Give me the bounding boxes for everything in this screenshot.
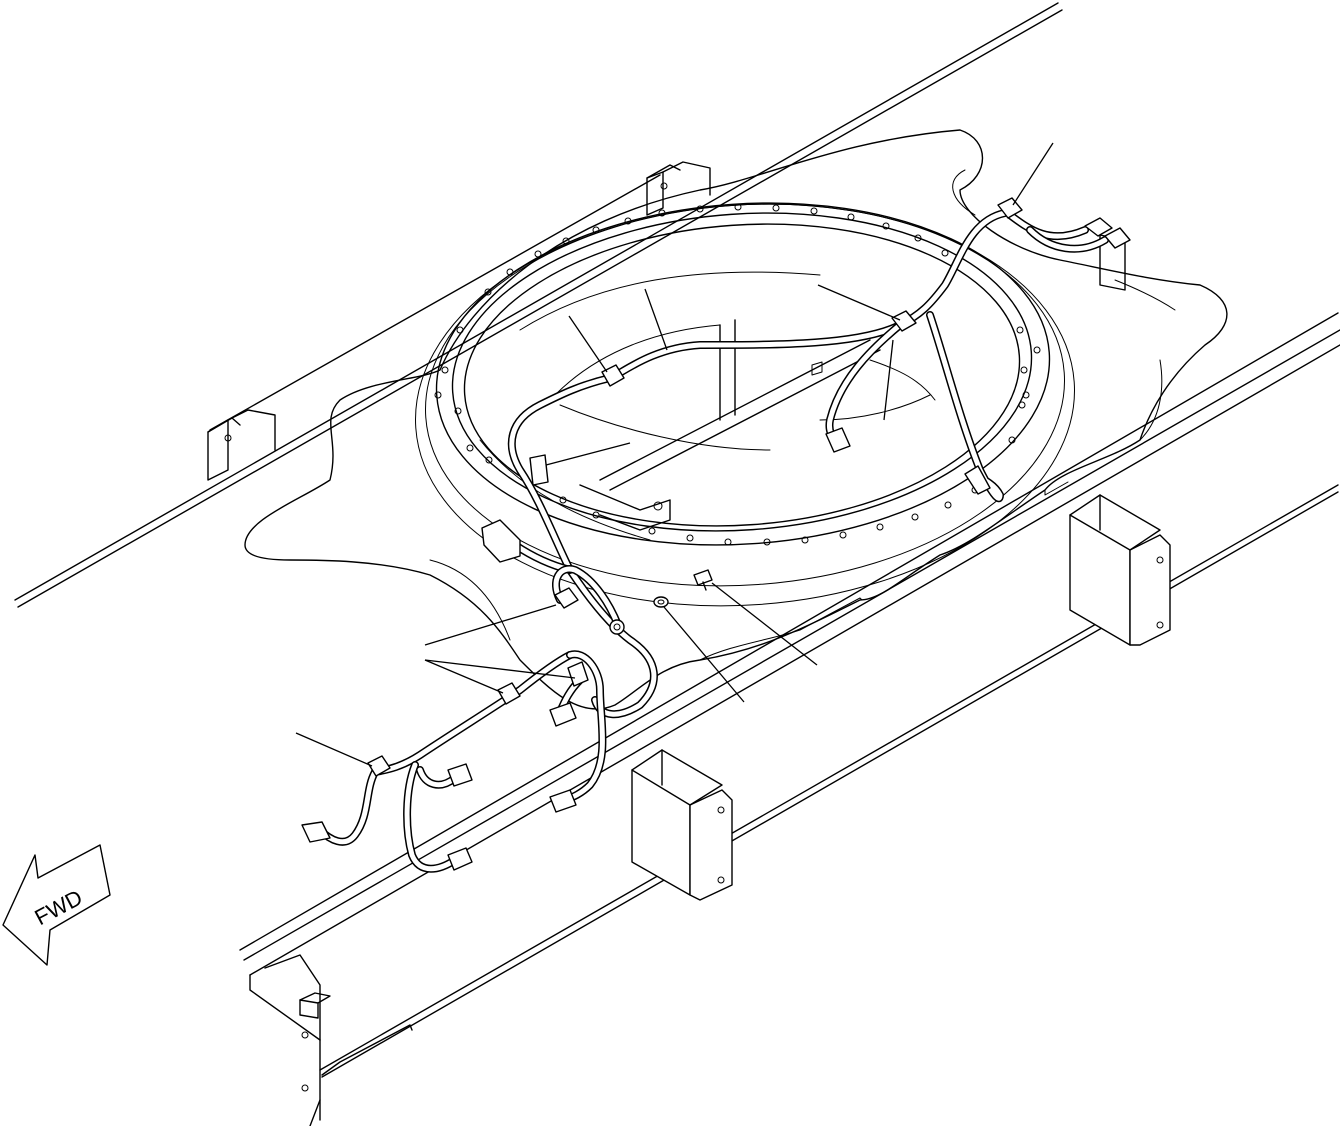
connectors [301,217,1131,871]
upper-frame-rail [14,2,1063,608]
bolt [693,569,713,591]
washer [653,596,669,608]
lower-frame-rail [239,312,1340,1121]
revolving-frame-plate [244,129,1228,710]
forward-direction-indicator: FWD [2,844,111,966]
direction-label: FWD [30,885,86,931]
bracket-lower-mid [631,749,733,901]
harness-clamps [367,197,1023,777]
bracket-lower-right [1069,494,1171,646]
bolt-holes [434,203,1041,546]
wire-harness [316,209,1109,873]
swing-circle-bearing [415,202,1075,607]
bracket-upper-left [207,409,276,481]
bracket-upper-mid [646,161,711,216]
inner-cross-beams [579,319,881,531]
leader-lines [295,142,1054,767]
arrow-left-icon [2,844,111,966]
bracket-lower-left [299,992,413,1126]
